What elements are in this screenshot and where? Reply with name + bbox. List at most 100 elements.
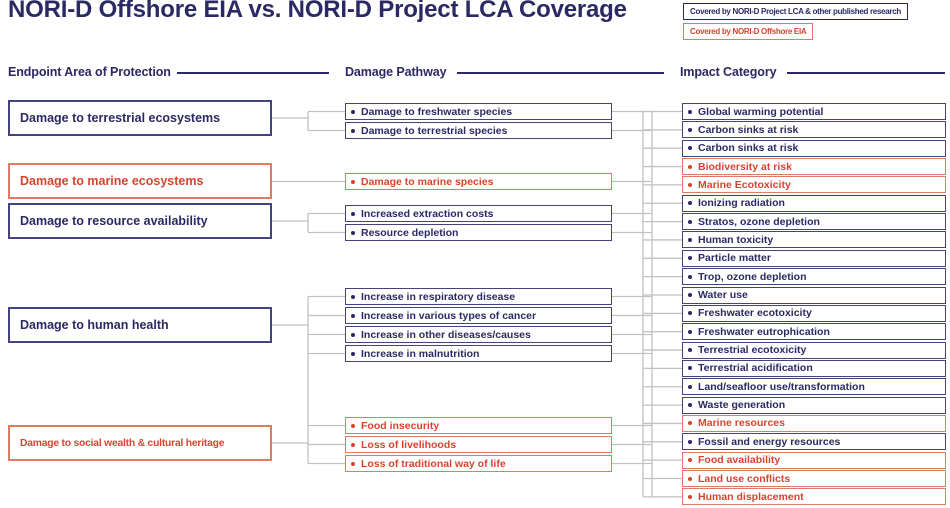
impact-box-label: Land/seafloor use/transformation [698, 380, 865, 393]
impact-box: Land use conflicts [682, 470, 946, 487]
pathway-box-label: Food insecurity [361, 419, 440, 432]
endpoint-box: Damage to social wealth & cultural herit… [8, 425, 272, 461]
connector-dot-icon [351, 332, 355, 337]
connector-dot-icon [688, 476, 692, 481]
connector-dot-icon [688, 237, 692, 242]
impact-box: Trop, ozone depletion [682, 268, 946, 286]
connector-dot-icon [688, 366, 692, 371]
header-rule [457, 72, 664, 74]
impact-box: Water use [682, 286, 946, 304]
pathway-box: Loss of traditional way of life [345, 455, 612, 472]
header-rule [177, 72, 329, 74]
connector-dot-icon [351, 128, 355, 133]
endpoint-box-label: Damage to marine ecosystems [20, 174, 204, 188]
impact-box: Terrestrial acidification [682, 359, 946, 377]
impact-box: Marine resources [682, 414, 946, 432]
endpoint-box: Damage to resource availability [8, 203, 272, 239]
impact-box-label: Global warming potential [698, 105, 824, 118]
impact-box-label: Freshwater eutrophication [698, 325, 830, 338]
pathway-box-label: Increase in various types of cancer [361, 309, 537, 322]
connector-dot-icon [688, 348, 692, 353]
connector-dot-icon [351, 423, 355, 428]
impact-box-label: Marine resources [698, 417, 785, 430]
pathway-box: Loss of livelihoods [345, 436, 612, 453]
connector-dot-icon [688, 494, 692, 499]
impact-box: Land/seafloor use/transformation [682, 378, 946, 396]
pathway-box-label: Loss of livelihoods [361, 438, 457, 451]
pathway-box-label: Loss of traditional way of life [361, 457, 506, 470]
pathway-box-label: Increase in other diseases/causes [361, 328, 531, 341]
connector-dot-icon [688, 146, 692, 151]
connector-dot-icon [688, 311, 692, 316]
endpoint-box: Damage to human health [8, 307, 272, 343]
pathway-box: Damage to terrestrial species [345, 122, 612, 139]
connector-dot-icon [351, 211, 355, 216]
impact-box-label: Fossil and energy resources [698, 435, 841, 448]
impact-box: Carbon sinks at risk [682, 121, 946, 139]
connector-dot-icon [688, 421, 692, 426]
impact-box: Human displacement [682, 488, 946, 506]
column-header-pathway: Damage Pathway [345, 65, 447, 79]
endpoint-box-label: Damage to resource availability [20, 214, 208, 228]
impact-box: Waste generation [682, 396, 946, 414]
pathway-box: Damage to freshwater species [345, 103, 612, 120]
impact-box-label: Stratos, ozone depletion [698, 215, 820, 228]
impact-box-label: Marine Ecotoxicity [698, 178, 791, 191]
pathway-box: Food insecurity [345, 417, 612, 434]
connector-dot-icon [351, 351, 355, 356]
impact-box-label: Terrestrial ecotoxicity [698, 344, 807, 357]
impact-box-label: Carbon sinks at risk [698, 142, 799, 155]
impact-box: Food availability [682, 451, 946, 469]
pathway-box: Increase in other diseases/causes [345, 326, 612, 343]
connector-dot-icon [351, 442, 355, 447]
legend-label: Covered by NORI-D Offshore EIA [690, 27, 807, 36]
endpoint-box: Damage to marine ecosystems [8, 163, 272, 199]
impact-box-label: Trop, ozone depletion [698, 270, 807, 283]
column-header-endpoint: Endpoint Area of Protection [8, 65, 171, 79]
connector-dot-icon [688, 127, 692, 132]
connector-dot-icon [688, 109, 692, 114]
impact-box: Ionizing radiation [682, 194, 946, 212]
connector-dot-icon [688, 182, 692, 187]
page-title: NORI-D Offshore EIA vs. NORI-D Project L… [8, 0, 627, 23]
impact-box-label: Waste generation [698, 399, 786, 412]
impact-box: Human toxicity [682, 231, 946, 249]
legend-item-lca: Covered by NORI-D Project LCA & other pu… [683, 3, 908, 20]
connector-dot-icon [688, 293, 692, 297]
impact-box-label: Freshwater ecotoxicity [698, 307, 812, 320]
impact-box: Marine Ecotoxicity [682, 176, 946, 194]
pathway-box-label: Increased extraction costs [361, 207, 494, 220]
endpoint-box: Damage to terrestrial ecosystems [8, 100, 272, 136]
legend-label: Covered by NORI-D Project LCA & other pu… [690, 7, 901, 16]
impact-box-label: Human displacement [698, 490, 804, 503]
connector-dot-icon [688, 201, 692, 206]
connector-dot-icon [351, 179, 355, 184]
connector-dot-icon [688, 439, 692, 444]
impact-box: Fossil and energy resources [682, 433, 946, 451]
connector-dot-icon [688, 219, 692, 224]
impact-box-label: Carbon sinks at risk [698, 123, 799, 136]
connector-dot-icon [688, 256, 692, 261]
impact-box-label: Particle matter [698, 252, 771, 265]
impact-box-label: Food availability [698, 454, 781, 467]
pathway-box-label: Increase in malnutrition [361, 347, 480, 360]
impact-box: Particle matter [682, 249, 946, 267]
pathway-box: Resource depletion [345, 224, 612, 241]
pathway-box-label: Damage to marine species [361, 175, 494, 188]
connector-dot-icon [351, 313, 355, 318]
pathway-box: Increased extraction costs [345, 205, 612, 222]
endpoint-box-label: Damage to social wealth & cultural herit… [20, 437, 225, 449]
connector-dot-icon [688, 274, 692, 279]
legend-item-eia: Covered by NORI-D Offshore EIA [683, 23, 814, 40]
impact-box-label: Biodiversity at risk [698, 160, 792, 173]
pathway-box: Increase in respiratory disease [345, 288, 612, 305]
impact-box: Terrestrial ecotoxicity [682, 341, 946, 359]
connector-dot-icon [688, 329, 692, 334]
impact-box-label: Land use conflicts [698, 472, 791, 485]
endpoint-box-label: Damage to human health [20, 318, 169, 332]
impact-box-label: Human toxicity [698, 233, 774, 246]
pathway-box: Damage to marine species [345, 173, 612, 190]
impact-box: Carbon sinks at risk [682, 139, 946, 157]
